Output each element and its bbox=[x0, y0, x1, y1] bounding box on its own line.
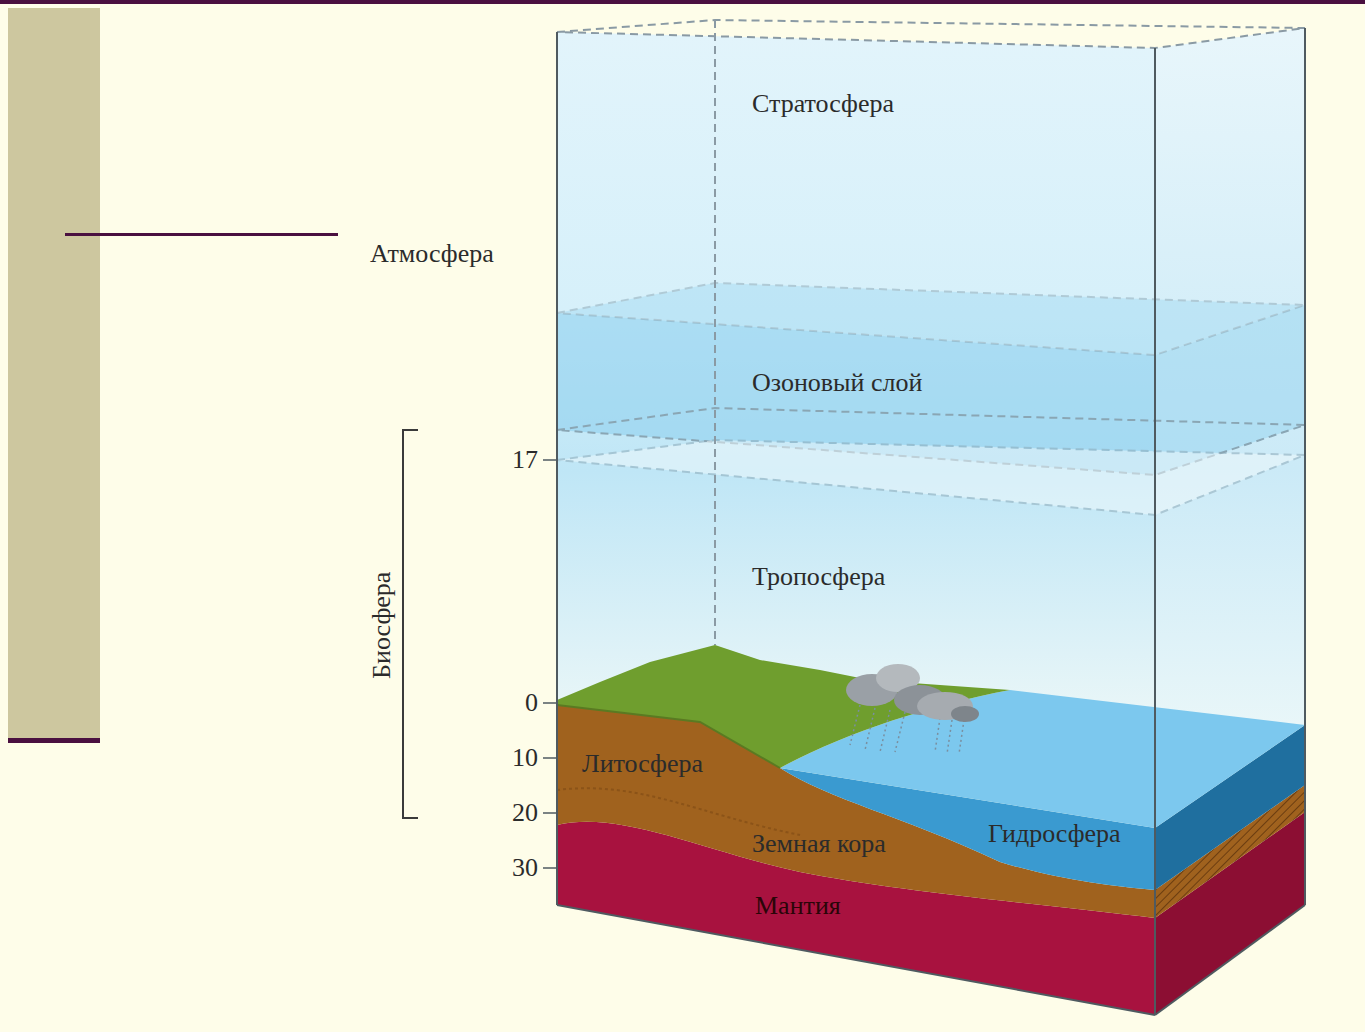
layer-label: Тропосфера bbox=[752, 563, 885, 592]
layer-label: Стратосфера bbox=[752, 90, 894, 119]
layer-label: Гидросфера bbox=[988, 820, 1121, 849]
rain-cloud bbox=[846, 664, 979, 754]
water-surface bbox=[780, 690, 1305, 828]
layer-label: Мантия bbox=[755, 892, 841, 921]
layer-label: Литосфера bbox=[582, 750, 703, 779]
atmosphere-side bbox=[1155, 28, 1305, 828]
tropopause-plane bbox=[557, 440, 1305, 515]
crust-boundary bbox=[557, 788, 800, 835]
scale-number: 0 bbox=[498, 689, 538, 718]
top-plane bbox=[557, 20, 1305, 48]
group-label: Атмосфера bbox=[370, 240, 494, 269]
side-bar bbox=[8, 8, 100, 740]
box-edges bbox=[557, 28, 1305, 1015]
ozone-top-plane bbox=[557, 283, 1305, 355]
title-rule bbox=[65, 233, 338, 236]
scale-number: 30 bbox=[498, 854, 538, 883]
scale-number: 10 bbox=[498, 744, 538, 773]
side-bar-rule bbox=[8, 738, 100, 743]
back-edge bbox=[714, 20, 716, 645]
top-rule bbox=[0, 0, 1365, 4]
biosphere-bracket bbox=[403, 430, 418, 818]
scale-number: 20 bbox=[498, 799, 538, 828]
scale-ticks bbox=[543, 460, 556, 868]
layer-label: Озоновый слой bbox=[752, 369, 922, 398]
group-label: Биосфера bbox=[368, 571, 397, 678]
scale-number: 17 bbox=[498, 446, 538, 475]
layer-label: Земная кора bbox=[752, 830, 886, 859]
